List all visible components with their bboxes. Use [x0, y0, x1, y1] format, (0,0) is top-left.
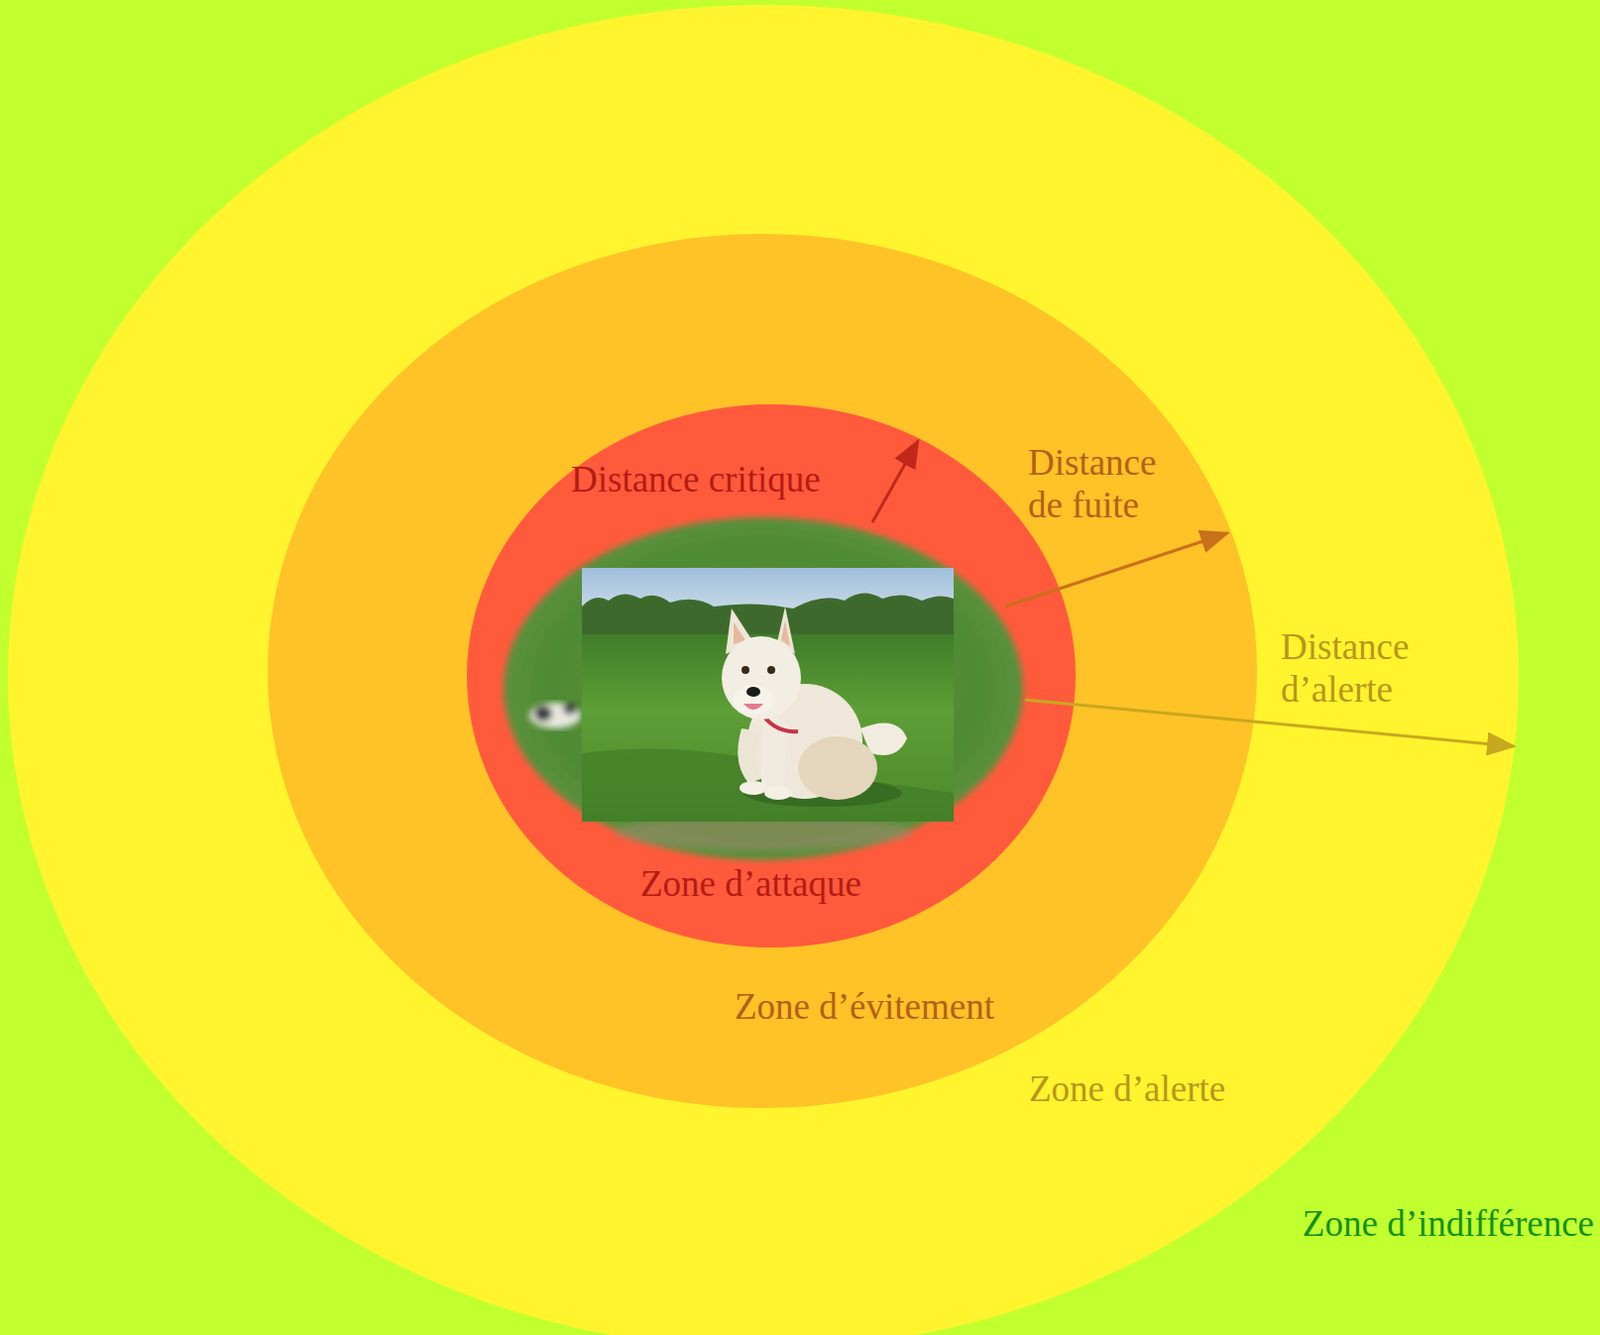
zone-label-holder: Zone d’évitement — [734, 986, 995, 1029]
zone-label: Zone d’indifférence — [1302, 1203, 1595, 1247]
distance-label: Distance d’alerte — [1280, 626, 1470, 711]
zone-label: Zone d’évitement — [734, 986, 995, 1029]
zone-label-holder: Zone d’attaque — [640, 863, 862, 907]
zone-label-holder: Zone d’indifférence — [1302, 1203, 1595, 1247]
blurred-dog — [529, 702, 581, 729]
zone-ellipse-fill — [466, 404, 1076, 948]
zone-label: Zone d’attaque — [640, 863, 862, 907]
label-holder: Distance de fuite — [1028, 442, 1197, 527]
zone-label: Zone d’alerte — [1028, 1068, 1226, 1112]
distance-label: Distance de fuite — [1028, 442, 1197, 527]
distance-label: Distance critique — [571, 458, 889, 502]
zone-ellipse-fill — [7, 4, 1519, 1335]
blurred-ground — [503, 517, 1024, 861]
photo — [581, 568, 954, 822]
zone-ellipse-fill — [267, 233, 1258, 1109]
zone-label-holder: Zone d’alerte — [1028, 1068, 1226, 1112]
label-holder: Distance critique — [571, 458, 889, 502]
label-holder: Distance d’alerte — [1280, 626, 1470, 711]
